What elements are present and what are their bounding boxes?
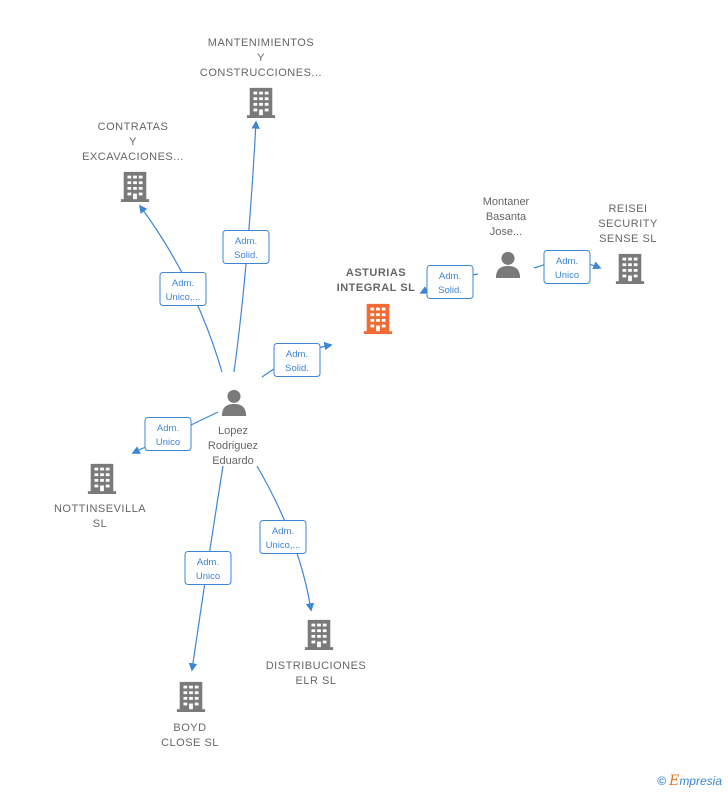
role-badge[interactable]: Adm. Unico,... — [159, 272, 207, 306]
node-label: DISTRIBUCIONES — [266, 660, 367, 672]
role-badge-text: Adm. — [157, 423, 179, 434]
person-icon — [495, 251, 521, 278]
node-reisei[interactable]: REISEI SECURITY SENSE SL — [598, 203, 658, 284]
node-label: Basanta — [486, 211, 527, 223]
role-badge-text: Unico — [156, 437, 180, 448]
role-badge-text: Adm. — [272, 526, 294, 537]
node-label: Y — [129, 136, 137, 148]
node-label: MANTENIMIENTOS — [208, 37, 314, 49]
role-badge-text: Unico,... — [266, 540, 301, 551]
role-badge-text: Adm. — [197, 557, 219, 568]
brand-logo: ©Empresia — [657, 773, 722, 789]
node-boyd[interactable]: BOYD CLOSE SL — [161, 681, 219, 749]
node-label: ELR SL — [296, 675, 337, 687]
node-label: REISEI — [608, 203, 647, 215]
role-badge-text: Adm. — [172, 278, 194, 289]
node-mant[interactable]: MANTENIMIENTOS Y CONSTRUCCIONES... — [200, 37, 322, 118]
building-icon — [120, 171, 150, 202]
person-icon — [221, 389, 247, 416]
node-label: Y — [257, 52, 265, 64]
role-badge-text: Solid. — [285, 363, 309, 374]
edges-layer — [131, 120, 602, 672]
role-badge-box — [184, 551, 232, 585]
role-badge-text: Solid. — [438, 285, 462, 296]
building-icon — [87, 463, 117, 494]
brand-initial: E — [669, 773, 680, 789]
node-label: Eduardo — [212, 455, 254, 467]
role-badge-text: Unico,... — [166, 292, 201, 303]
nodes-layer: MANTENIMIENTOS Y CONSTRUCCIONES... CONTRATA… — [54, 37, 658, 749]
role-badge[interactable]: Adm. Unico,... — [259, 520, 307, 554]
role-badge-text: Unico — [555, 270, 579, 281]
node-label: Lopez — [218, 425, 248, 437]
role-badge[interactable]: Adm. Solid. — [222, 230, 270, 264]
node-label: SENSE SL — [599, 233, 657, 245]
node-label: SL — [93, 518, 107, 530]
node-label: CONSTRUCCIONES... — [200, 67, 322, 79]
role-badge[interactable]: Adm. Unico — [144, 417, 192, 451]
node-montaner[interactable]: MontanerBasantaJose... — [483, 196, 530, 278]
building-icon — [363, 303, 393, 334]
role-badge-box — [144, 417, 192, 451]
role-badge-box — [426, 265, 474, 299]
node-label: ASTURIAS — [346, 267, 406, 279]
role-badge-box — [259, 520, 307, 554]
role-badge[interactable]: Adm. Unico — [543, 250, 591, 284]
role-badge-text: Adm. — [439, 271, 461, 282]
role-badge[interactable]: Adm. Unico — [184, 551, 232, 585]
role-badge-text: Adm. — [286, 349, 308, 360]
node-contratas[interactable]: CONTRATAS Y EXCAVACIONES... — [82, 121, 184, 202]
node-label: Jose... — [490, 226, 522, 238]
node-label: SECURITY — [598, 218, 658, 230]
role-badge-text: Unico — [196, 571, 220, 582]
building-icon — [615, 253, 645, 284]
node-label: INTEGRAL SL — [337, 282, 416, 294]
node-label: Montaner — [483, 196, 530, 208]
role-badge-box — [159, 272, 207, 306]
building-icon — [304, 619, 334, 650]
node-label: NOTTINSEVILLA — [54, 503, 146, 515]
role-badge[interactable]: Adm. Solid. — [273, 343, 321, 377]
node-asturias[interactable]: ASTURIAS INTEGRAL SL — [337, 267, 416, 334]
role-badge-box — [273, 343, 321, 377]
role-badge-text: Solid. — [234, 250, 258, 261]
building-icon — [246, 87, 276, 118]
building-icon — [176, 681, 206, 712]
node-distrib[interactable]: DISTRIBUCIONES ELR SL — [266, 619, 367, 687]
role-badge-box — [222, 230, 270, 264]
role-badge-text: Adm. — [556, 256, 578, 267]
role-badge[interactable]: Adm. Solid. — [426, 265, 474, 299]
badges-layer: Adm. Solid. Adm. Unico,... Adm. Solid. Adm. Sol… — [144, 230, 591, 585]
copyright-icon: © — [657, 774, 667, 788]
node-label: CONTRATAS — [98, 121, 169, 133]
node-nottin[interactable]: NOTTINSEVILLA SL — [54, 463, 146, 530]
node-label: CLOSE SL — [161, 737, 219, 749]
node-label: Rodriguez — [208, 440, 258, 452]
node-label: EXCAVACIONES... — [82, 151, 184, 163]
role-badge-box — [543, 250, 591, 284]
brand-name: mpresia — [679, 774, 722, 788]
role-badge-text: Adm. — [235, 236, 257, 247]
node-label: BOYD — [173, 722, 206, 734]
